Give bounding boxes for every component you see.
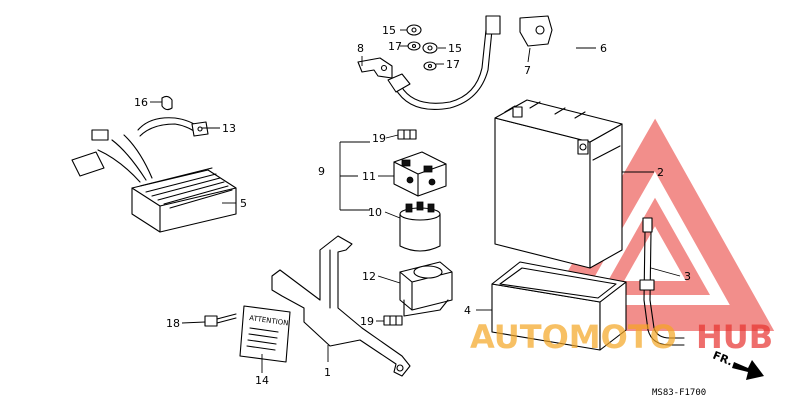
battery-cable — [387, 15, 553, 110]
nut-15-lower — [422, 42, 438, 54]
relay-11 — [393, 151, 447, 197]
callout-17-lower: 17 — [446, 58, 460, 71]
battery-case — [491, 261, 627, 351]
attention-label-14: ATTENTION — [239, 305, 291, 363]
callout-2: 2 — [657, 166, 664, 179]
fuse-19-upper — [397, 129, 417, 140]
battery — [494, 99, 623, 269]
callout-5: 5 — [240, 197, 247, 210]
callout-7: 7 — [524, 64, 531, 77]
callout-11: 11 — [362, 170, 376, 183]
callout-16: 16 — [134, 96, 148, 109]
battery-stay-bracket — [271, 235, 411, 377]
callout-17-upper: 17 — [388, 40, 402, 53]
starter-relay-12 — [399, 261, 453, 317]
washer-17-upper — [407, 41, 421, 51]
callout-19-lower: 19 — [360, 315, 374, 328]
callout-19-upper: 19 — [372, 132, 386, 145]
washer-17-lower — [423, 61, 437, 71]
breather-tube — [639, 217, 685, 346]
wire-harness-13 — [137, 117, 209, 137]
relay-10 — [399, 201, 441, 252]
grommet-16 — [161, 95, 173, 111]
callout-12: 12 — [362, 270, 376, 283]
callout-4: 4 — [464, 304, 471, 317]
leader-lines — [150, 29, 681, 373]
regulator-rectifier — [71, 129, 237, 233]
callout-8: 8 — [357, 42, 364, 55]
watermark-brand-hub: HUB — [696, 318, 773, 356]
callout-15-lower: 15 — [448, 42, 462, 55]
bracket-8 — [357, 57, 393, 79]
callout-13: 13 — [222, 122, 236, 135]
fuse-19-lower — [383, 315, 403, 326]
callout-15-upper: 15 — [382, 24, 396, 37]
drawing-code: MS83-F1700 — [652, 388, 706, 398]
front-direction-arrow-icon — [732, 360, 764, 380]
callout-14: 14 — [255, 374, 269, 387]
bolt-18 — [204, 313, 237, 327]
callout-1: 1 — [324, 366, 331, 379]
watermark-text: AUTOMOTO HUB — [470, 318, 773, 356]
watermark-brand-automoto: AUTOMOTO — [470, 318, 677, 356]
callout-18: 18 — [166, 317, 180, 330]
callout-10: 10 — [368, 206, 382, 219]
nut-15-upper — [406, 24, 422, 36]
callout-3: 3 — [684, 270, 691, 283]
callout-6: 6 — [600, 42, 607, 55]
callout-numbers: 1 2 3 4 5 6 7 8 9 10 11 12 13 14 15 15 1… — [134, 24, 691, 387]
callout-9: 9 — [318, 165, 325, 178]
